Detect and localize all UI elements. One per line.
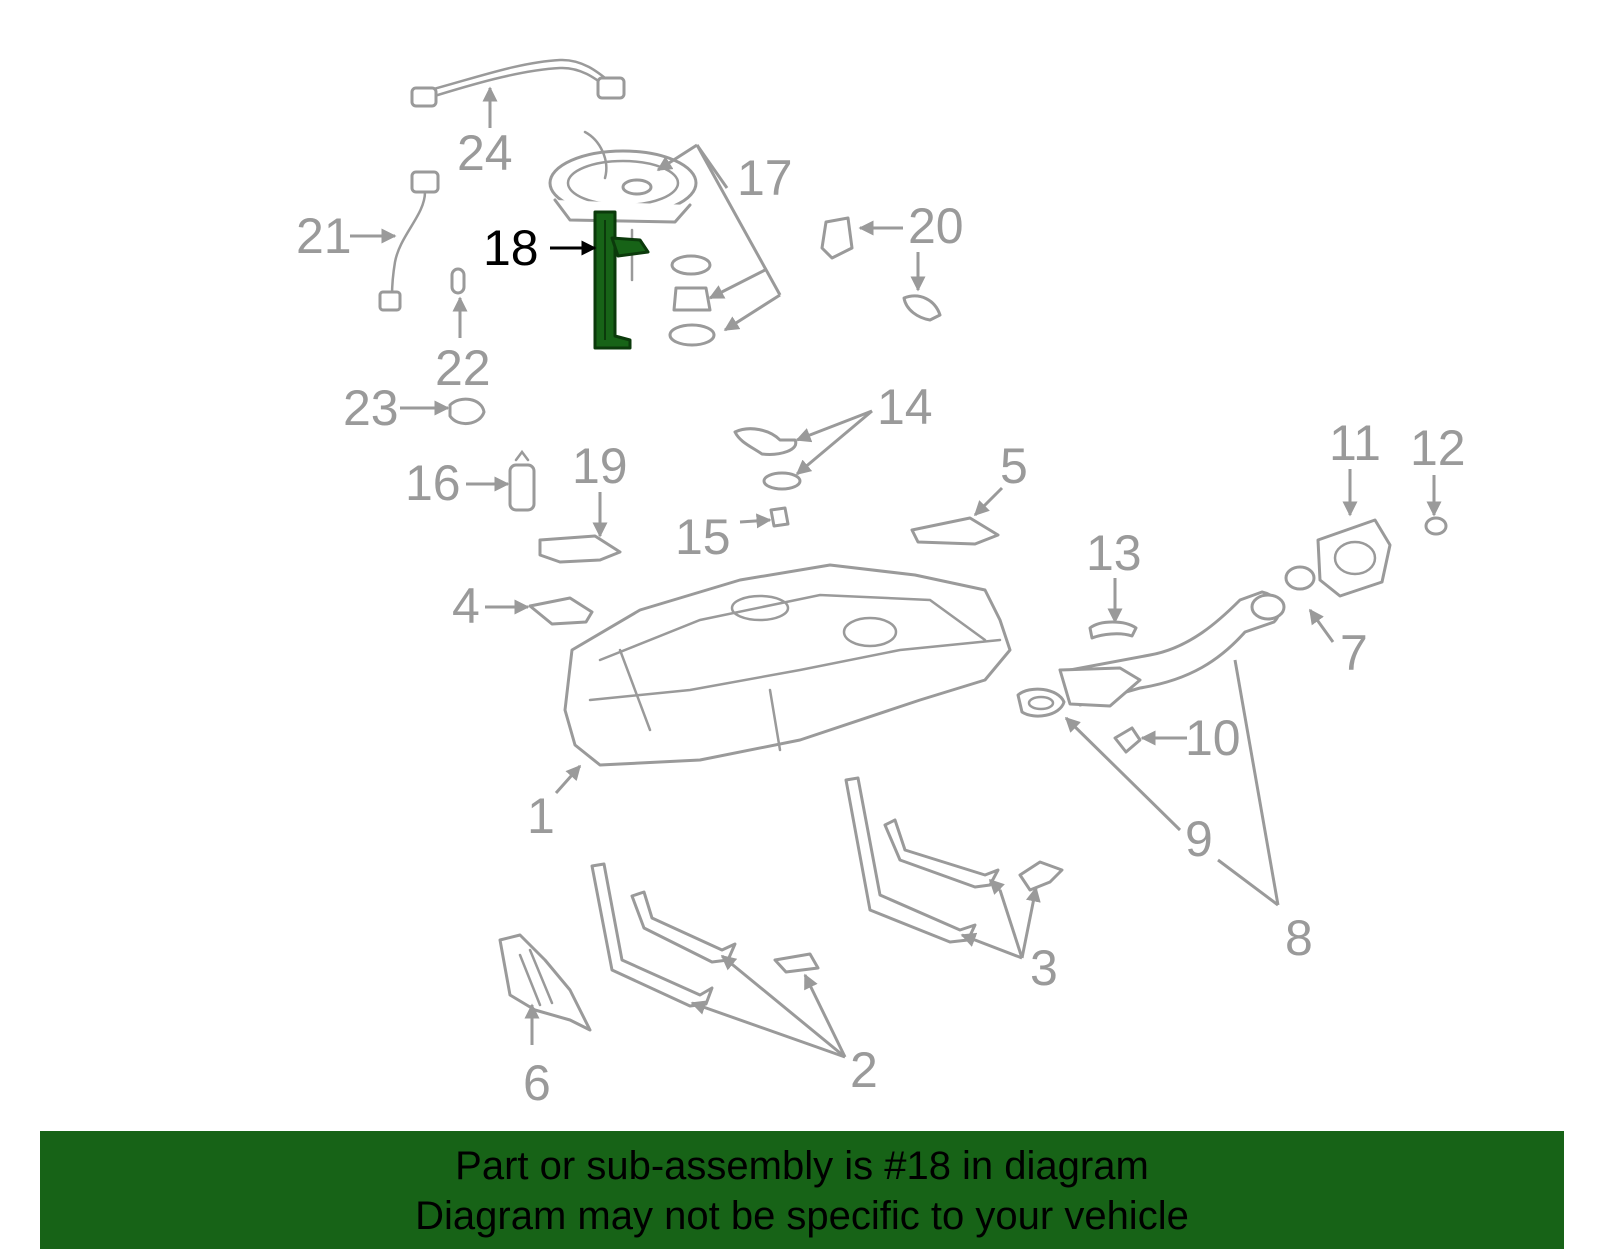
part-18-fuel-pump-bracket — [593, 210, 650, 350]
callout-12: 12 — [1410, 420, 1466, 476]
part-15-grommet — [769, 506, 790, 528]
part-20-sensor — [820, 216, 942, 322]
callout-5: 5 — [1000, 438, 1028, 494]
part-3-straps — [844, 776, 1064, 944]
callout-19: 19 — [572, 438, 628, 494]
callout-24: 24 — [457, 125, 513, 181]
callout-2: 2 — [850, 1042, 878, 1098]
callout-8: 8 — [1285, 910, 1313, 966]
part-12-bumper — [1424, 516, 1448, 536]
callout-22: 22 — [435, 340, 491, 396]
callout-1: 1 — [527, 788, 555, 844]
callout-labels: 24 17 20 21 18 22 23 14 16 19 5 15 11 12… — [296, 125, 1466, 1111]
part-9-gasket — [1016, 687, 1066, 718]
part-19-bracket — [538, 534, 622, 564]
part-11-fuel-door — [1316, 518, 1392, 598]
part-16-fuel-filter — [508, 449, 536, 512]
part-7-fuel-cap — [1284, 565, 1316, 591]
part-21-wire — [378, 170, 440, 312]
banner-line-1: Part or sub-assembly is #18 in diagram — [455, 1144, 1149, 1188]
callout-16: 16 — [405, 455, 461, 511]
callout-9: 9 — [1185, 811, 1213, 867]
callout-23: 23 — [343, 380, 399, 436]
part-2-straps — [590, 862, 820, 1008]
part-10-bracket — [1113, 726, 1142, 754]
part-13-clamp — [1088, 620, 1138, 640]
info-banner: Part or sub-assembly is #18 in diagram D… — [40, 1131, 1564, 1249]
part-4-pad — [528, 596, 594, 626]
callout-20: 20 — [908, 198, 964, 254]
callout-4: 4 — [452, 578, 480, 634]
callout-21: 21 — [296, 208, 352, 264]
callout-13: 13 — [1086, 525, 1142, 581]
leader-lines — [350, 86, 1442, 1059]
callout-3: 3 — [1030, 940, 1058, 996]
part-22-seal — [450, 267, 466, 295]
part-8-filler-pipe — [1058, 590, 1286, 708]
part-24-wire-harness — [410, 58, 626, 108]
part-6-heat-shield — [498, 933, 592, 1032]
callout-18: 18 — [483, 220, 539, 276]
part-23-clip — [448, 397, 486, 425]
part-5-protector — [910, 516, 1000, 546]
callout-6: 6 — [523, 1055, 551, 1111]
part-1-fuel-tank — [563, 563, 1012, 767]
callout-17: 17 — [737, 150, 793, 206]
callout-7: 7 — [1340, 625, 1368, 681]
callout-14: 14 — [877, 379, 933, 435]
callout-11: 11 — [1329, 415, 1381, 471]
callout-15: 15 — [675, 509, 731, 565]
callout-10: 10 — [1185, 710, 1241, 766]
banner-line-2: Diagram may not be specific to your vehi… — [415, 1194, 1189, 1238]
part-14-gasket — [733, 427, 802, 491]
